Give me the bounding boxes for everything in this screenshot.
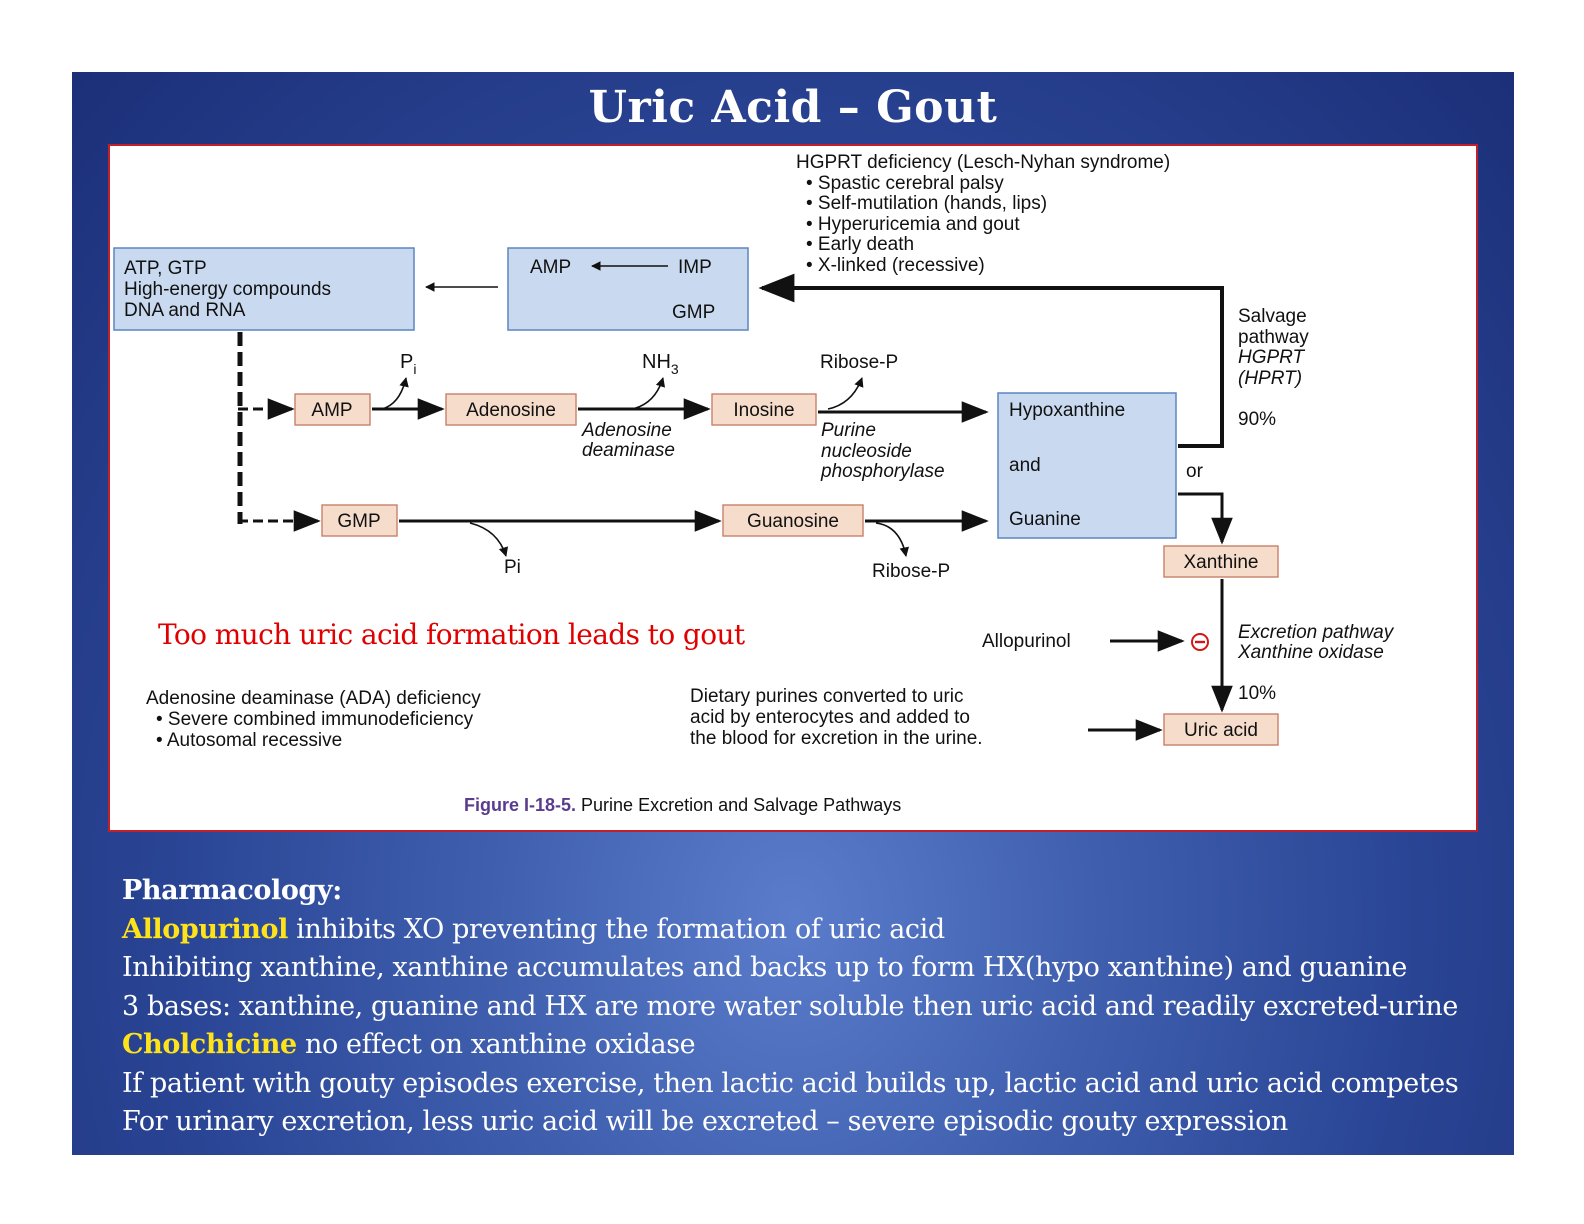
- notes-line-5: If patient with gouty episodes exercise,…: [122, 1067, 1459, 1099]
- salvage-pathway-arrow: [758, 273, 1224, 448]
- notes-line-4: Cholchicine no effect on xanthine oxidas…: [122, 1029, 696, 1060]
- hgprt-item: • Self-mutilation (hands, lips): [806, 193, 1047, 214]
- hgprt-item: • Spastic cerebral palsy: [806, 173, 1004, 194]
- nh3-label: NH3: [642, 351, 679, 377]
- nh3-branch-arrow: [631, 377, 666, 410]
- gout-callout: Too much uric acid formation leads to go…: [158, 618, 746, 651]
- excretion-line-1: Excretion pathway: [1238, 622, 1395, 643]
- gmp-node-label: GMP: [337, 511, 380, 532]
- pi-bottom-label: Pi: [504, 557, 521, 578]
- inosine-node-label: Inosine: [733, 400, 794, 421]
- pct-10-label: 10%: [1238, 683, 1276, 704]
- atp-line-3: DNA and RNA: [124, 300, 246, 321]
- allopurinol-highlight: Allopurinol: [122, 913, 288, 945]
- and-label: and: [1009, 455, 1041, 476]
- excretion-line-2: Xanthine oxidase: [1237, 642, 1384, 663]
- pnp-line-3: phosphorylase: [820, 461, 945, 482]
- gmp-top-label: GMP: [672, 302, 715, 323]
- gmp-node: [321, 504, 398, 537]
- guanosine-node-label: Guanosine: [747, 511, 839, 532]
- atp-box: [113, 247, 415, 331]
- amp-imp-gmp-box: [507, 247, 749, 331]
- dietary-line-3: the blood for excretion in the urine.: [690, 728, 983, 749]
- pnp-line-2: nucleoside: [821, 441, 912, 462]
- or-label: or: [1186, 461, 1204, 482]
- xanthine-node: [1163, 545, 1279, 578]
- guanosine-node: [722, 504, 864, 537]
- amp-top-label: AMP: [530, 257, 571, 278]
- salvage-line-4: (HPRT): [1238, 368, 1302, 389]
- adenosine-node-label: Adenosine: [466, 400, 556, 421]
- ribose-p-bottom-branch-arrow: [875, 522, 910, 557]
- dietary-line-1: Dietary purines converted to uric: [690, 686, 964, 707]
- salvage-line-2: pathway: [1238, 327, 1309, 348]
- notes-line-2: Inhibiting xanthine, xanthine accumulate…: [122, 952, 1407, 983]
- slide-title: Uric Acid – Gout: [588, 82, 998, 133]
- atp-line-2: High-energy compounds: [124, 279, 331, 300]
- allopurinol-label: Allopurinol: [982, 631, 1071, 652]
- ada-item: • Severe combined immunodeficiency: [156, 709, 474, 730]
- pi-top-label: Pi: [400, 351, 416, 377]
- pnp-line-1: Purine: [821, 420, 876, 441]
- inosine-node: [711, 393, 817, 426]
- purine-pathway-diagram: ATP, GTP High-energy compounds DNA and R…: [113, 152, 1395, 815]
- amp-node: [294, 393, 371, 426]
- pct-90-label: 90%: [1238, 409, 1276, 430]
- pi-bottom-branch-arrow: [469, 522, 509, 557]
- purine-pathway-figure: ATP, GTP High-energy compounds DNA and R…: [108, 144, 1478, 832]
- inhibit-icon: [1191, 633, 1209, 651]
- uric-acid-node-label: Uric acid: [1184, 720, 1258, 741]
- amp-node-label: AMP: [311, 400, 352, 421]
- dietary-line-2: acid by enterocytes and added to: [690, 707, 970, 728]
- ada-heading: Adenosine deaminase (ADA) deficiency: [146, 688, 481, 709]
- uric-acid-node: [1163, 713, 1279, 746]
- atp-line-1: ATP, GTP: [124, 258, 207, 279]
- cholchicine-highlight: Cholchicine: [122, 1029, 297, 1060]
- hypoxanthine-label: Hypoxanthine: [1009, 400, 1125, 421]
- adenosine-deaminase-line-1: Adenosine: [581, 420, 672, 441]
- pi-branch-arrow: [381, 377, 409, 410]
- hgprt-item: • Early death: [806, 234, 914, 255]
- figure-caption: Figure I-18-5. Purine Excretion and Salv…: [464, 795, 901, 815]
- ribose-p-bottom-label: Ribose-P: [872, 561, 950, 582]
- xanthine-node-label: Xanthine: [1183, 552, 1258, 573]
- hgprt-heading: HGPRT deficiency (Lesch-Nyhan syndrome): [796, 152, 1170, 173]
- ribose-p-top-label: Ribose-P: [820, 352, 898, 373]
- guanine-label: Guanine: [1009, 509, 1081, 530]
- imp-label: IMP: [678, 257, 712, 278]
- adenosine-deaminase-line-2: deaminase: [582, 440, 675, 461]
- adenosine-node: [445, 393, 577, 426]
- notes-line-1: Allopurinol inhibits XO preventing the f…: [122, 913, 945, 945]
- notes-line-3: 3 bases: xanthine, guanine and HX are mo…: [122, 990, 1458, 1022]
- ribose-p-top-branch-arrow: [827, 377, 864, 410]
- hgprt-item: • X-linked (recessive): [806, 255, 985, 276]
- notes-line-6: For urinary excretion, less uric acid wi…: [122, 1106, 1288, 1137]
- salvage-line-1: Salvage: [1238, 306, 1307, 327]
- hgprt-item: • Hyperuricemia and gout: [806, 214, 1020, 235]
- to-xanthine-arrow: [1178, 492, 1233, 545]
- salvage-line-3: HGPRT: [1238, 347, 1306, 368]
- ada-item: • Autosomal recessive: [156, 730, 342, 751]
- hypoxanthine-guanine-box: [997, 392, 1177, 539]
- notes-heading: Pharmacology:: [122, 875, 342, 906]
- pharmacology-notes: Pharmacology: Allopurinol inhibits XO pr…: [122, 872, 1502, 1142]
